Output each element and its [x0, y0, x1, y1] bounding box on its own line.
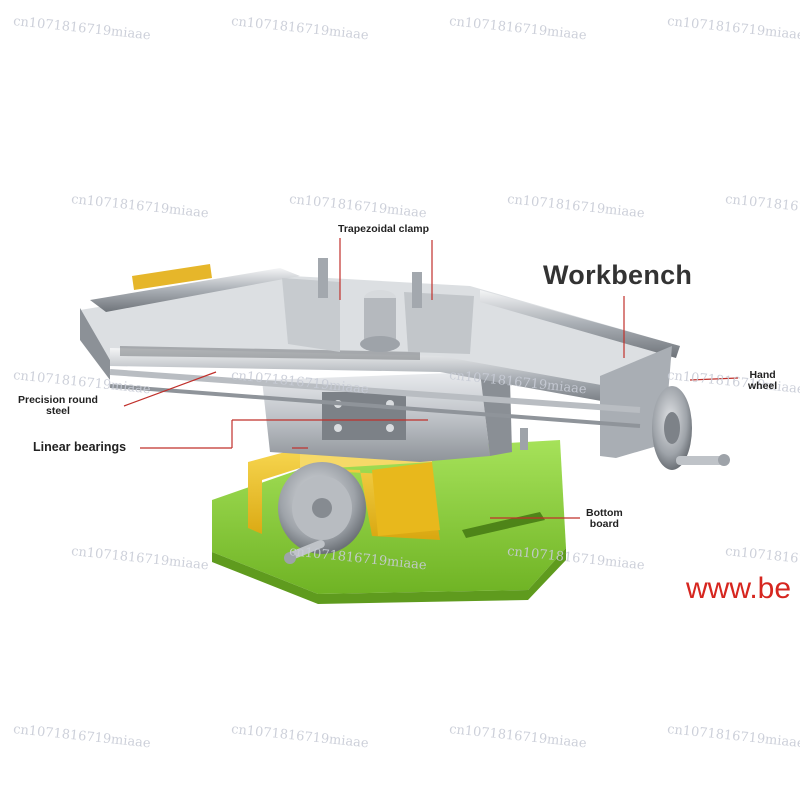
label-bottom-board-line2: board: [589, 518, 619, 530]
label-precision-round-steel: Precision round steel: [18, 395, 98, 417]
label-workbench: Workbench: [543, 260, 693, 290]
label-precision-line1: Precision round: [18, 394, 98, 406]
label-trapezoidal-clamp: Trapezoidal clamp: [338, 223, 430, 235]
hand-wheel-right: [652, 386, 730, 470]
trapezoidal-clamp: [282, 258, 474, 354]
leader-lines: [123, 238, 739, 519]
label-linear-bearings: Linear bearings: [33, 440, 127, 454]
cross-slide-block: [262, 372, 528, 462]
label-hand-wheel-line2: wheel: [748, 380, 778, 392]
hand-wheel-front: [278, 462, 366, 564]
label-bottom-board: Bottom board: [586, 508, 623, 530]
website-url: www.be: [686, 572, 792, 605]
label-hand-wheel: Hand wheel: [748, 370, 777, 392]
label-precision-line2: steel: [46, 405, 70, 417]
label-bottom-board-line1: Bottom: [586, 507, 623, 519]
label-hand-wheel-line1: Hand: [749, 369, 776, 381]
